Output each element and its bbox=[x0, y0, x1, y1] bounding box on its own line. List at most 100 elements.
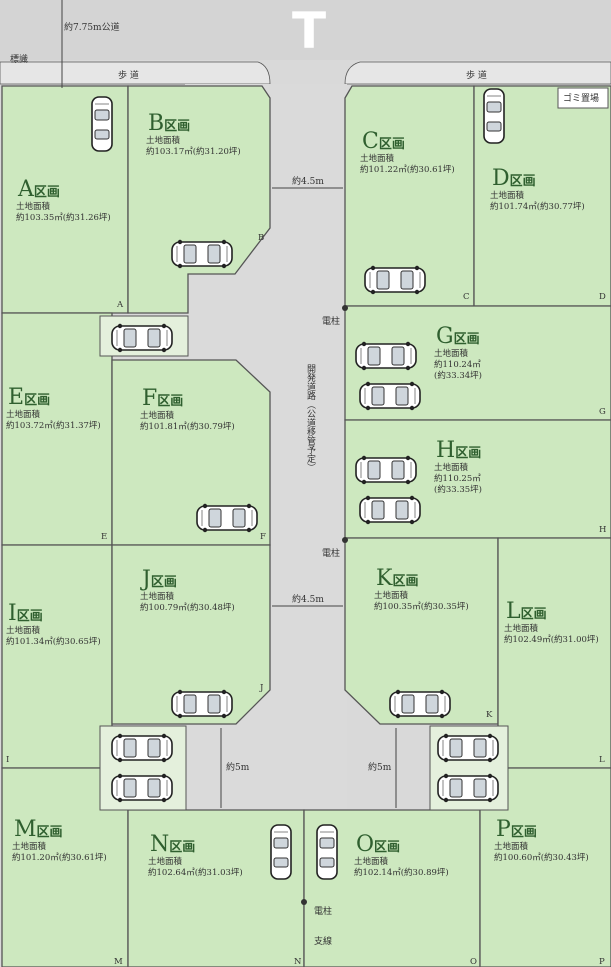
lot-i bbox=[1, 544, 113, 769]
lot-area-label: 土地面積 bbox=[16, 201, 51, 212]
lot-area-value: 約102.64㎡(約31.03坪) bbox=[148, 867, 243, 878]
lot-area-label: 土地面積 bbox=[434, 462, 469, 473]
sidewalk-right-label: 歩 道 bbox=[466, 69, 487, 81]
lot-area-label: 土地面積 bbox=[6, 625, 41, 636]
top-public-road bbox=[0, 0, 611, 60]
lot-title: D区画 bbox=[492, 166, 536, 191]
lot-area-value: 約101.20㎡(約30.61坪) bbox=[12, 852, 107, 863]
sidewalk-left bbox=[0, 61, 271, 85]
lot-d bbox=[473, 85, 611, 307]
lot-k bbox=[344, 537, 499, 725]
lot-area-label: 土地面積 bbox=[434, 348, 469, 359]
lot-title: H区画 bbox=[436, 438, 481, 463]
lot-j bbox=[111, 544, 271, 725]
pole-label-2: 電柱 bbox=[322, 547, 340, 559]
garbage-station bbox=[557, 87, 609, 109]
lot-area-value: 約101.81㎡(約30.79坪) bbox=[140, 421, 235, 432]
lot-n bbox=[127, 809, 305, 967]
lot-title: F区画 bbox=[142, 386, 183, 411]
north-mark: T bbox=[292, 2, 326, 60]
lot-p bbox=[479, 767, 611, 967]
corner-label-i: I bbox=[6, 755, 9, 765]
lot-area-label: 土地面積 bbox=[504, 623, 539, 634]
width-upper-label: 約4.5m bbox=[292, 175, 324, 187]
lot-area-value: 約101.22㎡(約30.61坪) bbox=[360, 164, 455, 175]
lot-area-value: 約110.24㎡ bbox=[434, 359, 481, 370]
lot-title: P区画 bbox=[496, 817, 537, 842]
lot-title: O区画 bbox=[356, 832, 400, 857]
lot-area-label: 土地面積 bbox=[140, 591, 175, 602]
branch-label: 支線 bbox=[314, 935, 332, 947]
lot-area-label: 土地面積 bbox=[148, 856, 183, 867]
lot-labels: A区画土地面積約103.35㎡(約31.26坪)B区画土地面積約103.17㎡(… bbox=[6, 111, 599, 878]
dimension-lines bbox=[61, 0, 397, 808]
corner-label-d: D bbox=[599, 292, 606, 302]
lot-area-value: 約100.60㎡(約30.43坪) bbox=[494, 852, 589, 863]
lot-title: C区画 bbox=[362, 129, 405, 154]
corner-label-l: L bbox=[599, 755, 605, 765]
lot-area-value-2: (約33.35坪) bbox=[434, 484, 482, 495]
corner-label-j: J bbox=[259, 683, 264, 693]
lot-b bbox=[127, 85, 271, 314]
corner-label-k: K bbox=[486, 710, 493, 720]
lot-l bbox=[497, 537, 611, 769]
lot-area-label: 土地面積 bbox=[140, 410, 175, 421]
lot-title: K区画 bbox=[376, 566, 418, 591]
corner-label-a: A bbox=[116, 300, 124, 310]
lot-area-value: 約103.35㎡(約31.26坪) bbox=[16, 212, 111, 223]
lot-area-value: 約103.72㎡(約31.37坪) bbox=[6, 420, 101, 431]
lot-area-label: 土地面積 bbox=[354, 856, 389, 867]
lot-area-value: 約110.25㎡ bbox=[434, 473, 481, 484]
pole-label-1: 電柱 bbox=[322, 315, 340, 327]
lot-area-value: 約102.14㎡(約30.89坪) bbox=[354, 867, 449, 878]
corner-label-b: B bbox=[258, 233, 264, 243]
lot-area-value: 約101.34㎡(約30.65坪) bbox=[6, 636, 101, 647]
lots bbox=[1, 85, 611, 967]
pole-label-3: 電柱 bbox=[314, 905, 332, 917]
width-right-lower-label: 約5m bbox=[368, 761, 392, 773]
corner-label-g: G bbox=[599, 407, 606, 417]
lot-area-value: 約102.49㎡(約31.00坪) bbox=[504, 634, 599, 645]
lot-title: I区画 bbox=[8, 601, 43, 626]
width-left-lower-label: 約5m bbox=[226, 761, 250, 773]
corner-label-e: E bbox=[101, 532, 107, 542]
lot-title: G区画 bbox=[436, 324, 480, 349]
lot-title: N区画 bbox=[150, 832, 195, 857]
lot-area-label: 土地面積 bbox=[146, 135, 181, 146]
lot-title: L区画 bbox=[506, 599, 547, 624]
corner-label-p: P bbox=[599, 957, 605, 967]
sidewalk-right bbox=[344, 61, 611, 85]
corner-label-c: C bbox=[463, 292, 470, 302]
corner-label-f: F bbox=[260, 532, 266, 542]
lot-area-label: 土地面積 bbox=[360, 153, 395, 164]
lot-title: M区画 bbox=[14, 817, 63, 842]
utility-poles bbox=[301, 305, 348, 905]
corner-label-h: H bbox=[599, 525, 606, 535]
width-middle-label: 約4.5m bbox=[292, 593, 324, 605]
lot-o bbox=[303, 809, 481, 967]
lot-title: A区画 bbox=[17, 177, 60, 202]
lot-area-label: 土地面積 bbox=[494, 841, 529, 852]
lot-area-label: 土地面積 bbox=[6, 409, 41, 420]
marker-label: 標識 bbox=[10, 53, 28, 65]
lot-title: J区画 bbox=[140, 567, 177, 592]
corner-label-o: O bbox=[470, 957, 477, 967]
lot-area-label: 土地面積 bbox=[12, 841, 47, 852]
lot-f bbox=[111, 359, 271, 546]
